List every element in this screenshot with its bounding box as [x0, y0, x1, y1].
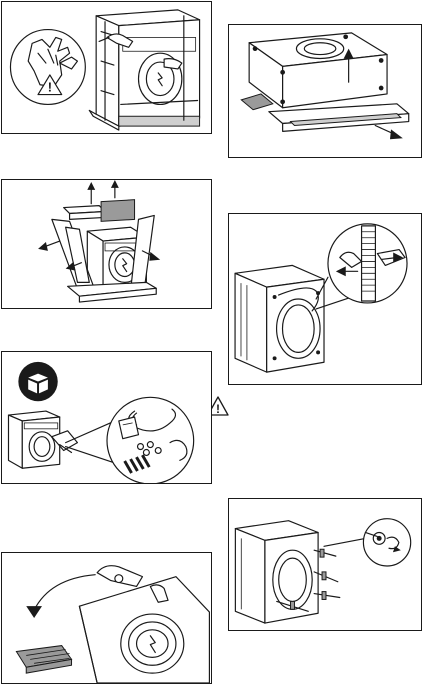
step-panel-gloves-packaging: !	[1, 1, 212, 134]
washing-machine-in-packaging	[89, 10, 199, 130]
svg-text:!: !	[216, 402, 220, 416]
tilted-machine	[79, 577, 209, 683]
step-panel-tilt-machine	[1, 552, 212, 684]
arrow-up-icon	[87, 180, 119, 204]
bolt-callout	[324, 519, 411, 566]
svg-text:!: !	[48, 80, 52, 95]
top-cover	[64, 200, 135, 222]
step-panel-accessories	[1, 351, 212, 484]
washing-machine-front	[8, 411, 77, 468]
machine-top-view	[249, 33, 387, 108]
manual-booklet	[119, 417, 139, 439]
arrow-right-icon	[375, 125, 403, 139]
foam-base-piece	[16, 646, 71, 674]
machine-rear-view	[235, 265, 324, 372]
machine-rear-view	[235, 521, 318, 623]
magnifier-callout	[316, 224, 407, 309]
step-panel-transit-bolts	[228, 498, 422, 631]
step-panel-lift-off-base	[228, 24, 422, 158]
packaging-base	[68, 282, 157, 302]
step-panel-remove-hose-brackets	[228, 213, 422, 385]
step-panel-remove-side-packaging	[1, 179, 212, 309]
hose-corrugated	[362, 226, 376, 301]
box-icon	[18, 362, 57, 401]
accessories-callout	[66, 397, 194, 483]
